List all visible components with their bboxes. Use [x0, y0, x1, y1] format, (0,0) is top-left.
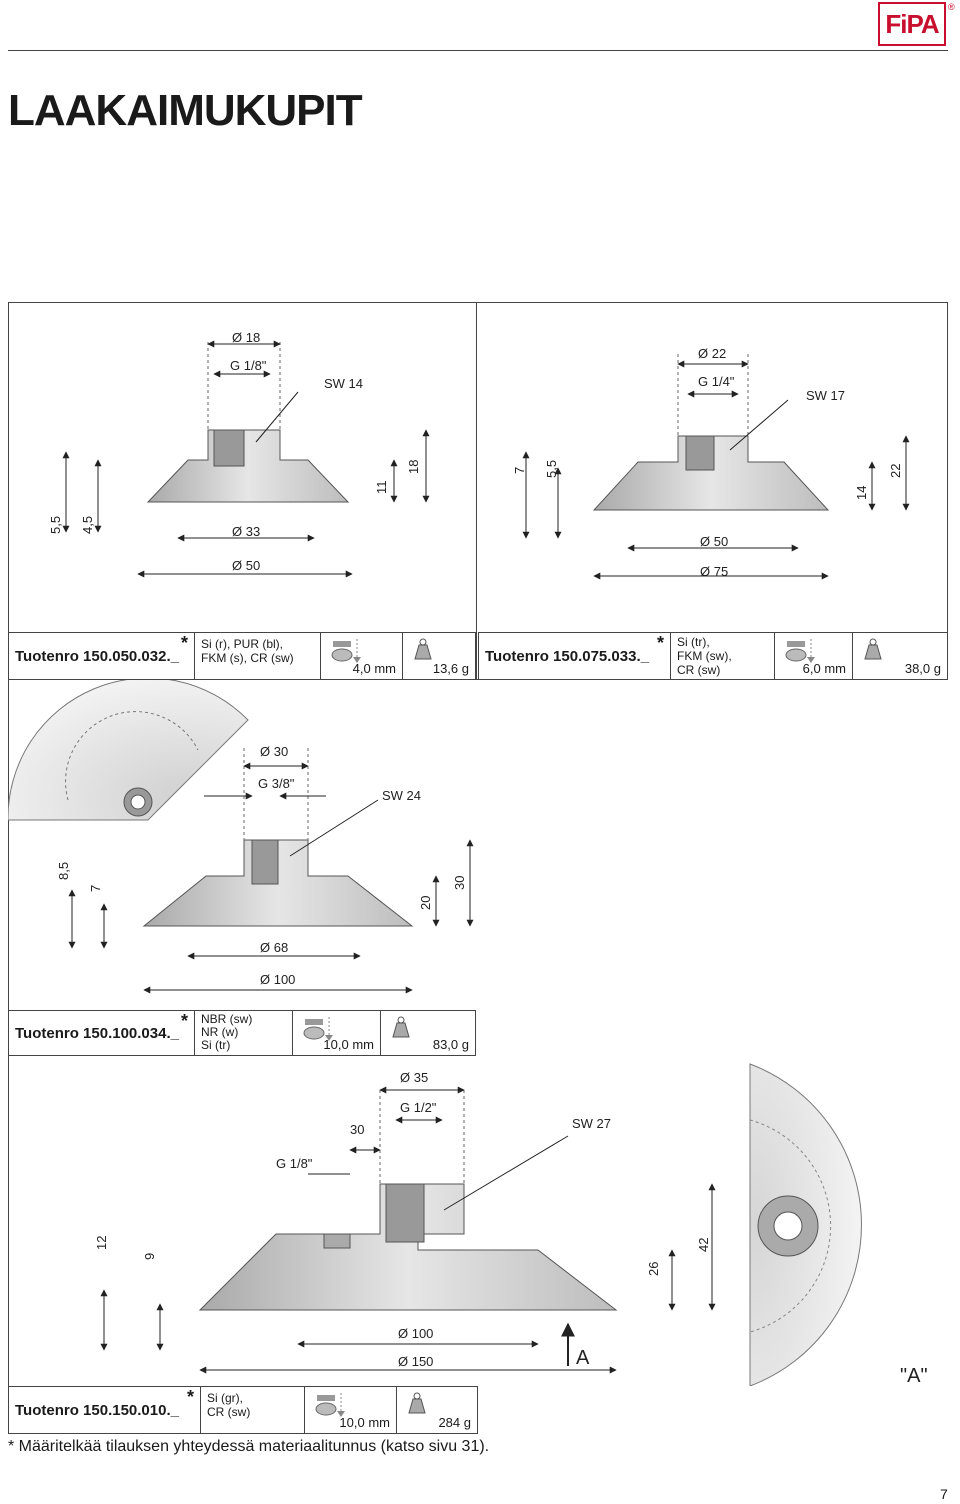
thread-hex: [213, 429, 245, 467]
page-number: 7: [940, 1486, 948, 1502]
drawing-cup-50: Ø 18 G 1/8" SW 14 Ø 33 Ø 50 11 18 5,5 4,…: [48, 330, 430, 578]
part-number: Tuotenro 150.050.032._: [15, 647, 179, 665]
dim-height-4: 4,5: [80, 516, 95, 534]
dim-wrench: SW 24: [382, 788, 421, 803]
material-line-1: Si (r), PUR (bl),: [201, 637, 283, 651]
drawing-cup-100: Ø 30 G 3/8" SW 24 Ø 68 Ø 100 20 30 8,5 7: [8, 680, 474, 994]
dim-height-3: 5,5: [48, 516, 63, 534]
drawing-cup-75: Ø 22 G 1/4" SW 17 Ø 50 Ø 75 14 22 7 5,5: [512, 346, 910, 580]
dim-top-diameter: Ø 30: [260, 744, 288, 759]
weight-value: 83,0 g: [432, 1037, 469, 1052]
asterisk: *: [656, 633, 664, 653]
dim-top-diameter: Ø 35: [400, 1070, 428, 1085]
stroke-value: 10,0 mm: [339, 1415, 390, 1430]
dim-height-1: 14: [854, 486, 869, 500]
weight-value: 284 g: [438, 1415, 471, 1430]
material-line-1: Si (gr),: [207, 1391, 243, 1405]
side-port: [323, 1233, 351, 1249]
dim-outer-diameter: Ø 50: [232, 558, 260, 573]
weight-icon: [864, 638, 882, 660]
dim-height-3: 8,5: [56, 862, 71, 880]
view-label: "A": [900, 1365, 928, 1386]
dim-inner-diameter: Ø 33: [232, 524, 260, 539]
material-line-3: CR (sw): [677, 663, 721, 677]
dim-side-thread: G 1/8": [276, 1156, 313, 1171]
asterisk: *: [186, 1387, 194, 1407]
cup-body: [146, 429, 350, 503]
material-line-1: NBR (sw): [201, 1012, 253, 1026]
thread-hex: [251, 839, 279, 885]
registered-mark: ®: [948, 2, 955, 12]
asterisk: *: [180, 1011, 188, 1031]
dim-height-1: 26: [646, 1262, 661, 1276]
dim-height-4: 5,5: [544, 460, 559, 478]
stroke-value: 6,0 mm: [802, 661, 846, 676]
dim-thread: G 3/8": [258, 776, 295, 791]
view-marker: A: [576, 1347, 590, 1369]
material-line-3: Si (tr): [201, 1038, 231, 1052]
fipa-logo: FiPA: [878, 2, 946, 46]
top-view-quadrant: [8, 680, 249, 821]
dim-thread: G 1/4": [698, 374, 735, 389]
stroke-value: 10,0 mm: [323, 1037, 374, 1052]
dim-height-3: 12: [94, 1236, 109, 1250]
stroke-value: 4,0 mm: [352, 661, 396, 676]
frame-divider: [476, 302, 477, 680]
dim-outer-diameter: Ø 75: [700, 564, 728, 579]
thread-hex: [685, 435, 715, 471]
weight-icon: [392, 1016, 410, 1038]
spec-row-150-050: Tuotenro 150.050.032._ * Si (r), PUR (bl…: [8, 632, 476, 680]
stroke-icon: [315, 1393, 345, 1417]
dim-top-diameter: Ø 18: [232, 330, 260, 345]
dim-outer-diameter: Ø 100: [260, 972, 295, 987]
weight-icon: [414, 638, 432, 660]
dim-inner-diameter: Ø 100: [398, 1326, 433, 1341]
drawing-cup-150: Ø 35 G 1/2" 30 G 1/8" SW 27 Ø 100 Ø 150 …: [94, 1063, 928, 1386]
logo-text: FiPA: [885, 8, 939, 39]
dim-thread: G 1/8": [230, 358, 267, 373]
dim-wrench: SW 27: [572, 1116, 611, 1131]
weight-value: 38,0 g: [904, 661, 941, 676]
spec-row-150-100: Tuotenro 150.100.034._ * NBR (sw) NR (w)…: [8, 1010, 476, 1056]
dim-thread: G 1/2": [400, 1100, 437, 1115]
stroke-icon: [785, 639, 815, 663]
part-number: Tuotenro 150.100.034._: [15, 1024, 179, 1042]
dim-inner-diameter: Ø 50: [700, 534, 728, 549]
part-number: Tuotenro 150.150.010._: [15, 1401, 179, 1419]
material-line-1: Si (tr),: [677, 635, 710, 649]
dim-height-1: 11: [374, 481, 389, 495]
dim-height-3: 7: [512, 467, 527, 474]
spec-row-150-075: Tuotenro 150.075.033._ * Si (tr), FKM (s…: [478, 632, 948, 680]
part-number: Tuotenro 150.075.033._: [485, 647, 649, 665]
dim-height-4: 7: [88, 885, 103, 892]
material-line-2: CR (sw): [207, 1405, 251, 1419]
spec-row-150-150: Tuotenro 150.150.010._ * Si (gr), CR (sw…: [8, 1386, 478, 1434]
dim-inner-diameter: Ø 68: [260, 940, 288, 955]
dim-height-2: 22: [888, 464, 903, 478]
material-line-2: NR (w): [201, 1025, 239, 1039]
dim-height-2: 42: [696, 1238, 711, 1252]
weight-icon: [408, 1392, 426, 1414]
dim-wrench: SW 17: [806, 388, 845, 403]
dim-offset: 30: [350, 1122, 364, 1137]
footnote: * Määritelkää tilauksen yhteydessä mater…: [8, 1438, 490, 1455]
page-title: LAAKAIMUKUPIT: [8, 86, 363, 135]
dim-height-2: 30: [452, 876, 467, 890]
header-rule: [8, 50, 948, 51]
weight-value: 13,6 g: [432, 661, 469, 676]
dim-top-diameter: Ø 22: [698, 346, 726, 361]
cup-body: [198, 1183, 618, 1311]
material-line-2: FKM (s), CR (sw): [201, 651, 294, 665]
cup-body: [592, 435, 830, 511]
stroke-icon: [331, 639, 361, 663]
stroke-icon: [303, 1017, 333, 1041]
dim-height-1: 20: [418, 896, 433, 910]
dim-outer-diameter: Ø 150: [398, 1354, 433, 1369]
thread-hex: [385, 1183, 425, 1243]
dim-height-2: 18: [406, 460, 421, 474]
dim-wrench: SW 14: [324, 376, 363, 391]
asterisk: *: [180, 633, 188, 653]
dim-height-4: 9: [142, 1253, 157, 1260]
material-line-2: FKM (sw),: [677, 649, 732, 663]
